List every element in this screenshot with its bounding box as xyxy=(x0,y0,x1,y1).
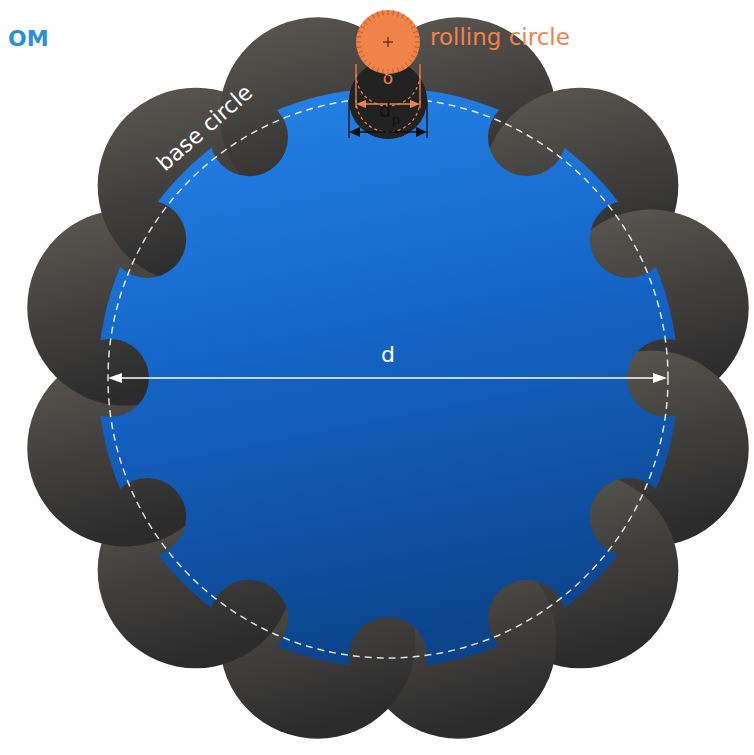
center-mark xyxy=(383,37,393,47)
rolling-circle-dashed xyxy=(356,100,420,132)
pin-circle xyxy=(349,61,427,139)
logo-text: OM xyxy=(8,28,49,50)
dimension-label: d xyxy=(381,344,395,366)
diameter-dimension xyxy=(108,373,667,383)
dp-dimension xyxy=(349,100,427,138)
callout-label: rolling circle xyxy=(430,26,570,49)
dimension-subscript: p xyxy=(392,113,400,126)
base-circle xyxy=(108,98,668,658)
rolling-circle xyxy=(356,10,420,74)
dimension-label: d xyxy=(379,101,391,120)
dimension-label: δ xyxy=(383,70,393,87)
rolling-circle-ticks xyxy=(356,10,420,74)
